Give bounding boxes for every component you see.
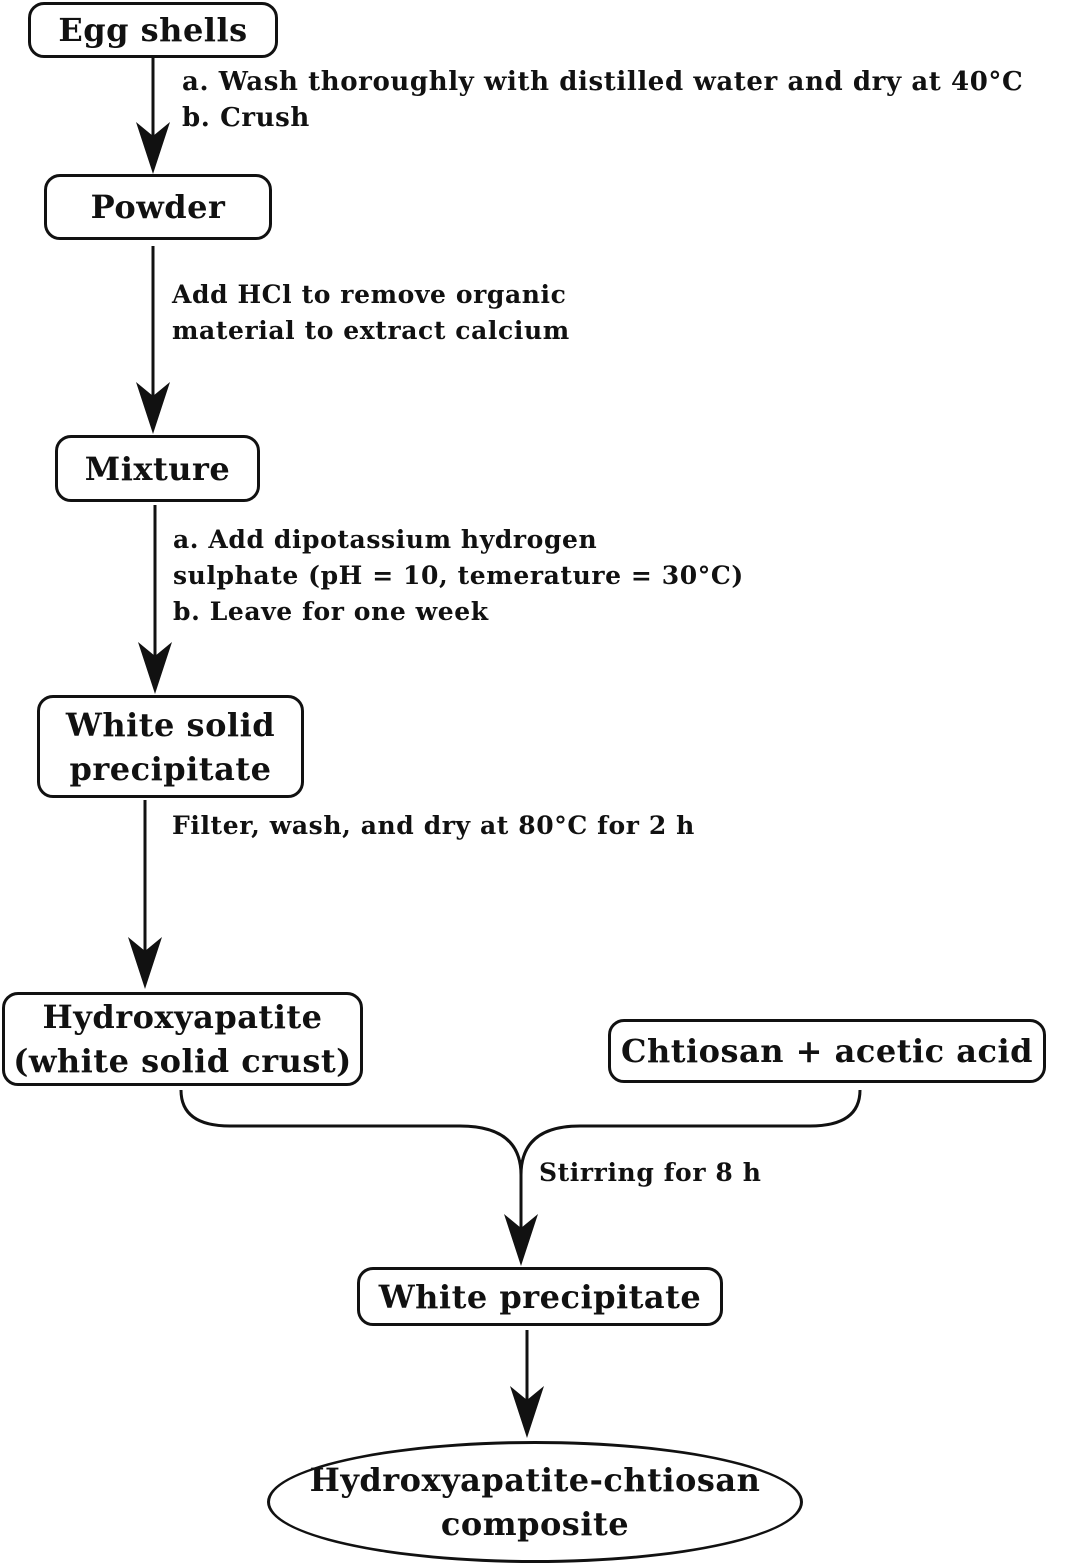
arrow-powder-to-mixture — [136, 246, 170, 434]
node-egg-shells-label: Egg shells — [58, 11, 248, 49]
node-white-precipitate-label: White precipitate — [378, 1277, 702, 1316]
step-add-dipotassium-line1: a. Add dipotassium hydrogen — [173, 525, 598, 554]
merge-bracket — [179, 1089, 862, 1266]
step-wash-crush-line2: b. Crush — [182, 103, 310, 133]
arrow-white-solid-to-hydroxyapatite — [128, 800, 162, 989]
step-add-hcl-line2: material to extract calcium — [172, 316, 570, 345]
node-white-solid-precipitate-line2: precipitate — [69, 749, 272, 788]
arrow-eggshells-to-powder — [136, 58, 170, 174]
step-stirring: Stirring for 8 h — [539, 1155, 761, 1191]
step-add-dipotassium: a. Add dipotassium hydrogen sulphate (pH… — [173, 522, 744, 630]
node-white-solid-precipitate-line1: White solid — [65, 705, 276, 744]
arrow-white-precipitate-to-composite — [510, 1330, 544, 1438]
node-powder-label: Powder — [90, 188, 226, 226]
node-composite: Hydroxyapatite-chtiosan composite — [267, 1441, 803, 1563]
node-egg-shells: Egg shells — [28, 2, 278, 58]
step-filter-wash-line1: Filter, wash, and dry at 80°C for 2 h — [172, 811, 695, 840]
node-mixture: Mixture — [55, 435, 260, 502]
step-filter-wash: Filter, wash, and dry at 80°C for 2 h — [172, 808, 695, 844]
step-stirring-line1: Stirring for 8 h — [539, 1158, 762, 1187]
node-composite-line2: composite — [440, 1505, 630, 1543]
node-mixture-label: Mixture — [84, 449, 231, 488]
step-add-dipotassium-line2: sulphate (pH = 10, temerature = 30°C) — [173, 561, 744, 590]
node-white-precipitate: White precipitate — [357, 1267, 723, 1326]
step-wash-crush: a. Wash thoroughly with distilled water … — [182, 64, 1023, 136]
node-white-solid-precipitate: White solid precipitate — [37, 695, 304, 798]
node-chitosan-acetic-acid-label: Chtiosan + acetic acid — [620, 1032, 1033, 1070]
node-hydroxyapatite: Hydroxyapatite (white solid crust) — [2, 992, 363, 1086]
node-chitosan-acetic-acid: Chtiosan + acetic acid — [608, 1019, 1046, 1083]
node-hydroxyapatite-line2: (white solid crust) — [13, 1042, 352, 1080]
step-add-dipotassium-line3: b. Leave for one week — [173, 597, 489, 626]
step-add-hcl-line1: Add HCl to remove organic — [172, 280, 567, 309]
node-hydroxyapatite-line1: Hydroxyapatite — [42, 998, 323, 1036]
step-wash-crush-line1: a. Wash thoroughly with distilled water … — [182, 67, 1024, 97]
node-composite-line1: Hydroxyapatite-chtiosan — [309, 1461, 761, 1499]
step-add-hcl: Add HCl to remove organic material to ex… — [172, 277, 570, 349]
arrow-mixture-to-white-solid — [138, 505, 172, 694]
node-powder: Powder — [44, 174, 272, 240]
